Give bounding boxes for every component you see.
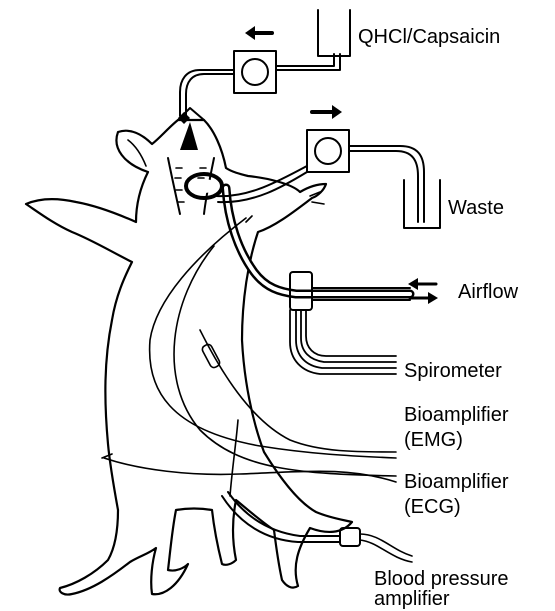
label-airflow: Airflow	[458, 282, 518, 302]
bp-catheter	[222, 492, 412, 562]
label-bioamplifier-ecg-title: Bioamplifier	[404, 472, 508, 492]
label-qhcl-capsaicin: QHCl/Capsaicin	[358, 27, 500, 47]
spirometer-tubing	[290, 310, 396, 374]
label-bioamplifier-emg-title: Bioamplifier	[404, 405, 508, 425]
pump-inflow	[234, 26, 276, 93]
waste-container	[404, 180, 440, 228]
label-blood-pressure: Blood pressure	[374, 569, 509, 589]
pump-outflow	[307, 105, 349, 172]
ecg-leads	[104, 246, 396, 482]
reservoir-qhcl	[318, 10, 350, 56]
label-bioamplifier-ecg-sub: (ECG)	[404, 497, 461, 517]
label-waste: Waste	[448, 198, 504, 218]
label-amplifier: amplifier	[374, 589, 450, 609]
tracheal-tubing	[186, 174, 410, 294]
emg-leads	[150, 218, 396, 458]
label-bioamplifier-emg-sub: (EMG)	[404, 430, 463, 450]
label-spirometer: Spirometer	[404, 361, 502, 381]
